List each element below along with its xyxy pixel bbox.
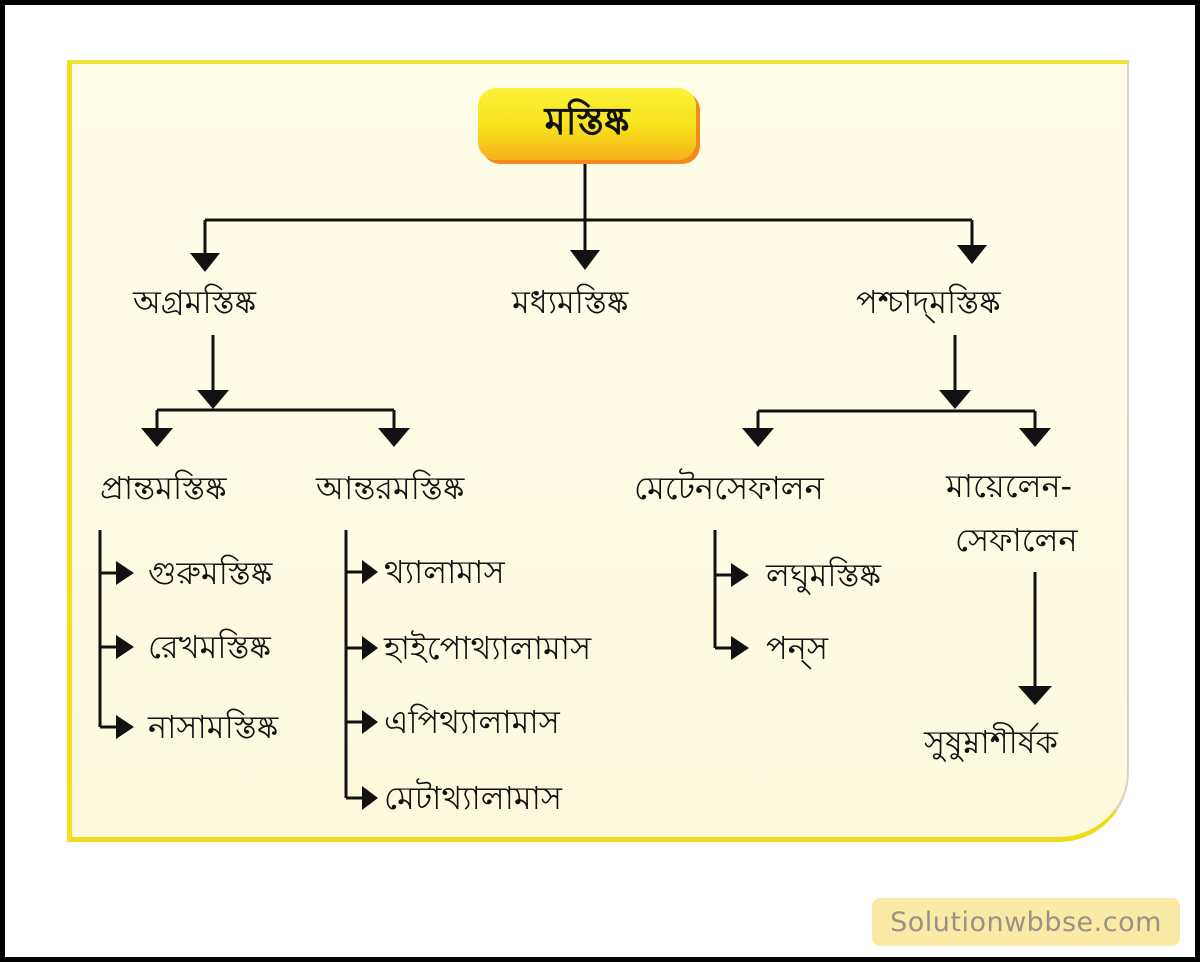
diagram-panel [67,60,1129,842]
node-hindbrain: পশ্চাদ্‌মস্তিষ্ক [856,283,1001,321]
leaf-medulla-oblongata: সুষুম্নাশীর্ষক [924,723,1058,761]
page [5,5,1195,957]
root-node-brain: মস্তিষ্ক [478,88,696,160]
leaf-hypothalamus: হাইপোথ্যালামাস [384,629,592,667]
leaf-thalamus: থ্যালামাস [384,553,505,591]
node-telencephalon: প্রান্তমস্তিষ্ক [100,469,227,507]
node-metencephalon: মেটেনসেফালন [634,469,824,507]
leaf-cerebellum: লঘুমস্তিষ্ক [766,556,881,594]
node-forebrain: অগ্রমস্তিষ্ক [133,283,257,321]
node-myelencephalon-line2: সেফালেন [955,521,1078,559]
leaf-metathalamus: মেটাথ্যালামাস [384,779,563,817]
leaf-rhinencephalon: নাসামস্তিষ্ক [148,708,279,746]
leaf-epithalamus: এপিথ্যালামাস [384,703,560,741]
watermark-text: Solutionwbbse.com [890,906,1162,938]
leaf-corpus-striatum: রেখমস্তিষ্ক [148,628,271,666]
node-myelencephalon-line1: মায়েলেন- [946,467,1073,505]
root-label: মস্তিষ্ক [544,99,630,143]
leaf-pons: পন্‌স [766,629,828,667]
leaf-cerebrum: গুরুমস্তিষ্ক [148,554,273,592]
watermark-badge: Solutionwbbse.com [872,898,1180,946]
node-midbrain: মধ্যমস্তিষ্ক [512,283,629,321]
node-diencephalon: আন্তরমস্তিষ্ক [316,469,465,507]
